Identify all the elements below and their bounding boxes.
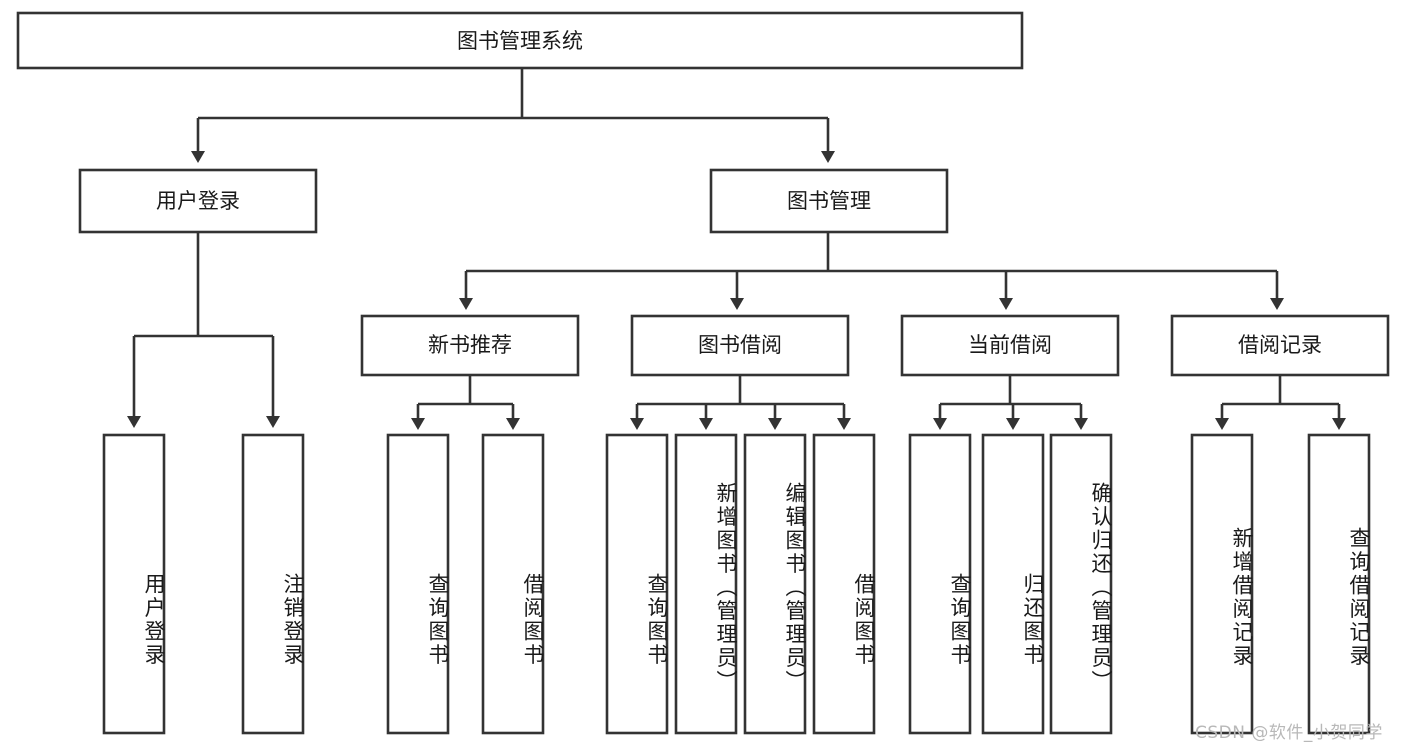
node-box-user-login[interactable] (78, 168, 318, 234)
node-box-leaf-current-borrow-2[interactable] (1049, 433, 1113, 735)
node-box-leaf-new-book-1[interactable] (481, 433, 545, 735)
node-label-user-login: 用户登录 (156, 189, 240, 213)
node-box-leaf-book-borrow-3[interactable] (812, 433, 876, 735)
node-box-leaf-borrow-record-0[interactable] (1190, 433, 1254, 735)
node-box-current-borrow[interactable] (900, 314, 1120, 377)
connector-borrow-record-to-leaves (1215, 375, 1346, 430)
csdn-watermark: CSDN @软件_小贺同学 (1195, 723, 1383, 743)
connector-current-borrow-to-leaves (933, 375, 1088, 430)
node-box-root[interactable] (16, 11, 1024, 70)
node-label-current-borrow: 当前借阅 (968, 333, 1052, 357)
connector-book-management-to-level3 (459, 232, 1284, 310)
connector-new-book-to-leaves (411, 375, 520, 430)
connector-root-to-level2 (191, 68, 835, 163)
node-box-leaf-user-login-1[interactable] (241, 433, 305, 735)
node-label-root: 图书管理系统 (457, 29, 583, 53)
node-label-book-management: 图书管理 (787, 189, 871, 213)
node-box-leaf-user-login-0[interactable] (102, 433, 166, 735)
node-box-leaf-book-borrow-0[interactable] (605, 433, 669, 735)
node-box-leaf-book-borrow-2[interactable] (743, 433, 807, 735)
node-label-borrow-record: 借阅记录 (1238, 333, 1322, 357)
node-box-leaf-new-book-0[interactable] (386, 433, 450, 735)
node-label-book-borrow: 图书借阅 (698, 333, 782, 357)
node-box-new-book-recommend[interactable] (360, 314, 580, 377)
node-box-leaf-current-borrow-1[interactable] (981, 433, 1045, 735)
connector-user-login-to-leaves (127, 232, 280, 428)
node-box-leaf-current-borrow-0[interactable] (908, 433, 972, 735)
node-box-leaf-book-borrow-1[interactable] (674, 433, 738, 735)
connector-book-borrow-to-leaves (630, 375, 851, 430)
node-label-new-book-recommend: 新书推荐 (428, 333, 512, 357)
node-box-leaf-borrow-record-1[interactable] (1307, 433, 1371, 735)
